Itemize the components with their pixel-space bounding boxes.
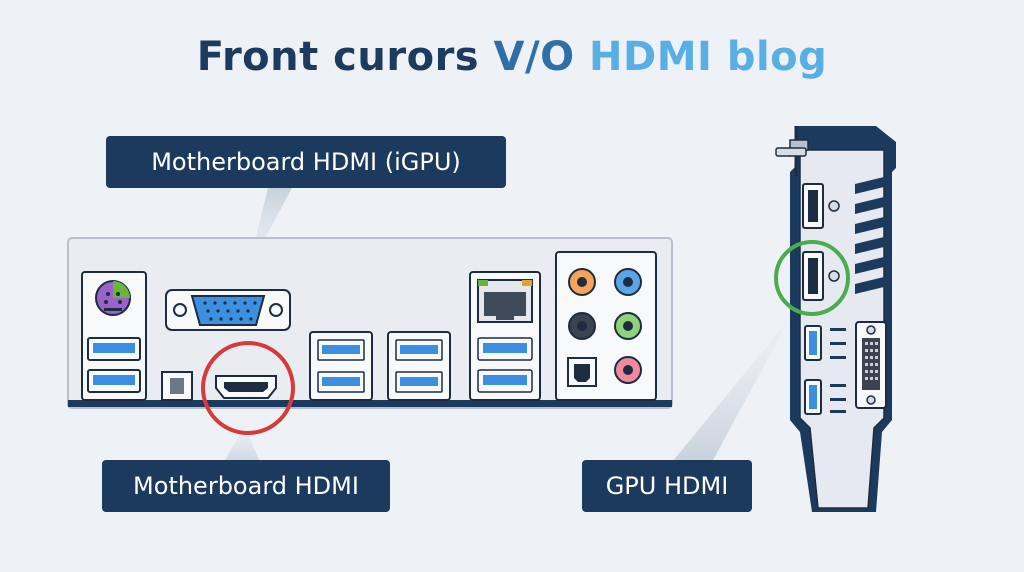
title-part-3: HDMI blog xyxy=(589,34,828,80)
diagram-title: Front curors V/O HDMI blog xyxy=(0,34,1024,80)
gpu-vents xyxy=(855,176,888,294)
label-gpu-hdmi: GPU HDMI xyxy=(582,460,752,512)
gpu-hdmi-highlight xyxy=(774,240,850,316)
motherboard-hdmi-highlight xyxy=(201,341,295,435)
gpu-hdmi-port-1 xyxy=(802,183,840,229)
gpu-usb-ports xyxy=(804,325,846,415)
usb-pair-2 xyxy=(387,331,451,401)
usb-pair-1 xyxy=(309,331,373,401)
title-part-1: Front curors xyxy=(196,34,494,80)
gpu-hdmi-port-2 xyxy=(802,251,840,301)
title-part-2: V/O xyxy=(493,34,590,80)
callout-beam-motherboard xyxy=(222,426,262,466)
gpu-bracket xyxy=(774,126,896,512)
gpu-dvi-port xyxy=(855,321,887,409)
callout-beam-gpu xyxy=(672,318,790,462)
small-square-port xyxy=(161,371,193,401)
vga-port xyxy=(165,289,291,331)
ethernet-usb-stack xyxy=(469,271,541,401)
motherboard-io-panel xyxy=(67,237,673,435)
audio-jacks xyxy=(555,251,657,401)
motherboard-hdmi-port xyxy=(215,375,277,399)
ps2-usb-stack xyxy=(81,271,147,401)
label-motherboard-igpu: Motherboard HDMI (iGPU) xyxy=(106,136,506,188)
label-motherboard-hdmi: Motherboard HDMI xyxy=(102,460,390,512)
